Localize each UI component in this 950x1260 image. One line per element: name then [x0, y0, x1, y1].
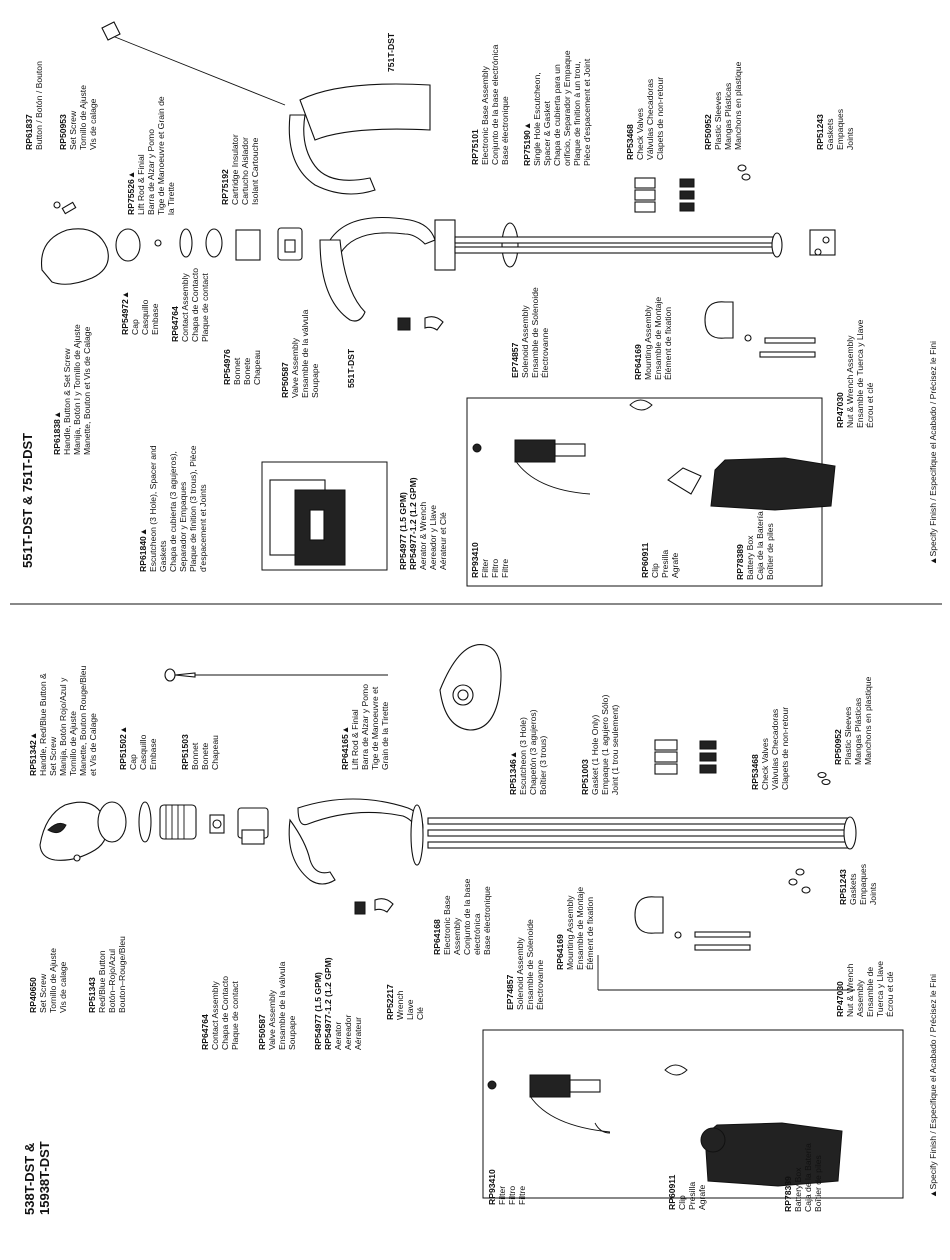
left-panel-drawing	[39, 644, 904, 1199]
contact-drawing-left	[209, 814, 225, 834]
title-right: 551T-DST & 751T-DST	[20, 432, 35, 568]
label-rp51346: RP51346▲Escutcheon (3 Hole)Chapetón (3 a…	[508, 709, 548, 795]
mounting-drawing-right	[704, 301, 752, 342]
bonnet-drawing-left	[159, 804, 197, 840]
nutwrench-drawing-right	[759, 337, 816, 358]
batterybox-drawing-left	[700, 1122, 843, 1187]
label-rp51342: RP51342▲Handle, Red/Blue Button &Set Scr…	[28, 665, 98, 776]
bonnet-drawing-right	[205, 228, 223, 258]
label-rp54977-right: RP54977 (1.5 GPM)RP54977-1.2 (1.2 GPM)Ae…	[398, 477, 448, 570]
ring-drawing-left	[138, 801, 152, 843]
check-valves-left	[654, 739, 717, 775]
insulator-drawing-right	[235, 229, 261, 261]
cap-drawing-right	[115, 228, 141, 262]
mounting-drawing-left	[634, 896, 682, 939]
gaskets-left	[788, 868, 811, 894]
clip-drawing-left	[664, 1064, 688, 1076]
solenoid-drawing-left	[487, 1074, 611, 1133]
spout-drawing-left	[288, 798, 424, 885]
solenoid-drawing-right	[472, 439, 591, 495]
base-drawing-right	[434, 219, 783, 271]
escutcheon-drawing-left	[439, 644, 502, 731]
nutwrench-drawing-left	[694, 931, 751, 951]
escutcheon-box-right	[261, 461, 388, 571]
footnote-left: ▲Specify Finish / Especifique el Acabado…	[928, 974, 938, 1198]
spout-751-drawing	[288, 83, 431, 195]
liftrod-drawing-left	[164, 668, 388, 682]
title-left: 538T-DST & 15938T-DST	[22, 1141, 52, 1215]
electronics-box-left	[482, 1029, 904, 1199]
gaskets-right	[809, 229, 836, 256]
liftrod-drawing-right	[101, 21, 286, 106]
spout-551-drawing	[319, 217, 436, 322]
sleeves-right	[737, 164, 751, 181]
aerator-drawing-right	[397, 316, 444, 331]
model-751-label: 751T-DST	[386, 32, 396, 72]
escutcheon-drawing-right	[269, 479, 346, 566]
valve-drawing-left	[237, 807, 269, 845]
clip-drawing-right	[629, 399, 653, 411]
sleeves-left	[817, 771, 831, 786]
cap-drawing-left	[97, 801, 127, 843]
check-valves-right	[634, 177, 695, 213]
right-panel-drawing	[40, 21, 836, 587]
handle-drawing-left	[39, 801, 108, 862]
supply-tubes-left	[427, 816, 857, 850]
aerator-drawing-left	[354, 898, 394, 915]
footnote-right: ▲Specify Finish / Especifique el Acabado…	[928, 341, 938, 565]
valve-drawing-right	[277, 227, 303, 261]
model-551-label: 551T-DST	[346, 348, 356, 388]
label-rp75190: RP75190▲Single Hole Escutcheon,Spacer & …	[522, 50, 592, 166]
label-rp54977-left: RP54977 (1.5 GPM)RP54977-1.2 (1.2 GPM)Ae…	[313, 957, 363, 1050]
handle-drawing-right	[40, 201, 109, 285]
batterybox-drawing-right	[667, 457, 836, 511]
